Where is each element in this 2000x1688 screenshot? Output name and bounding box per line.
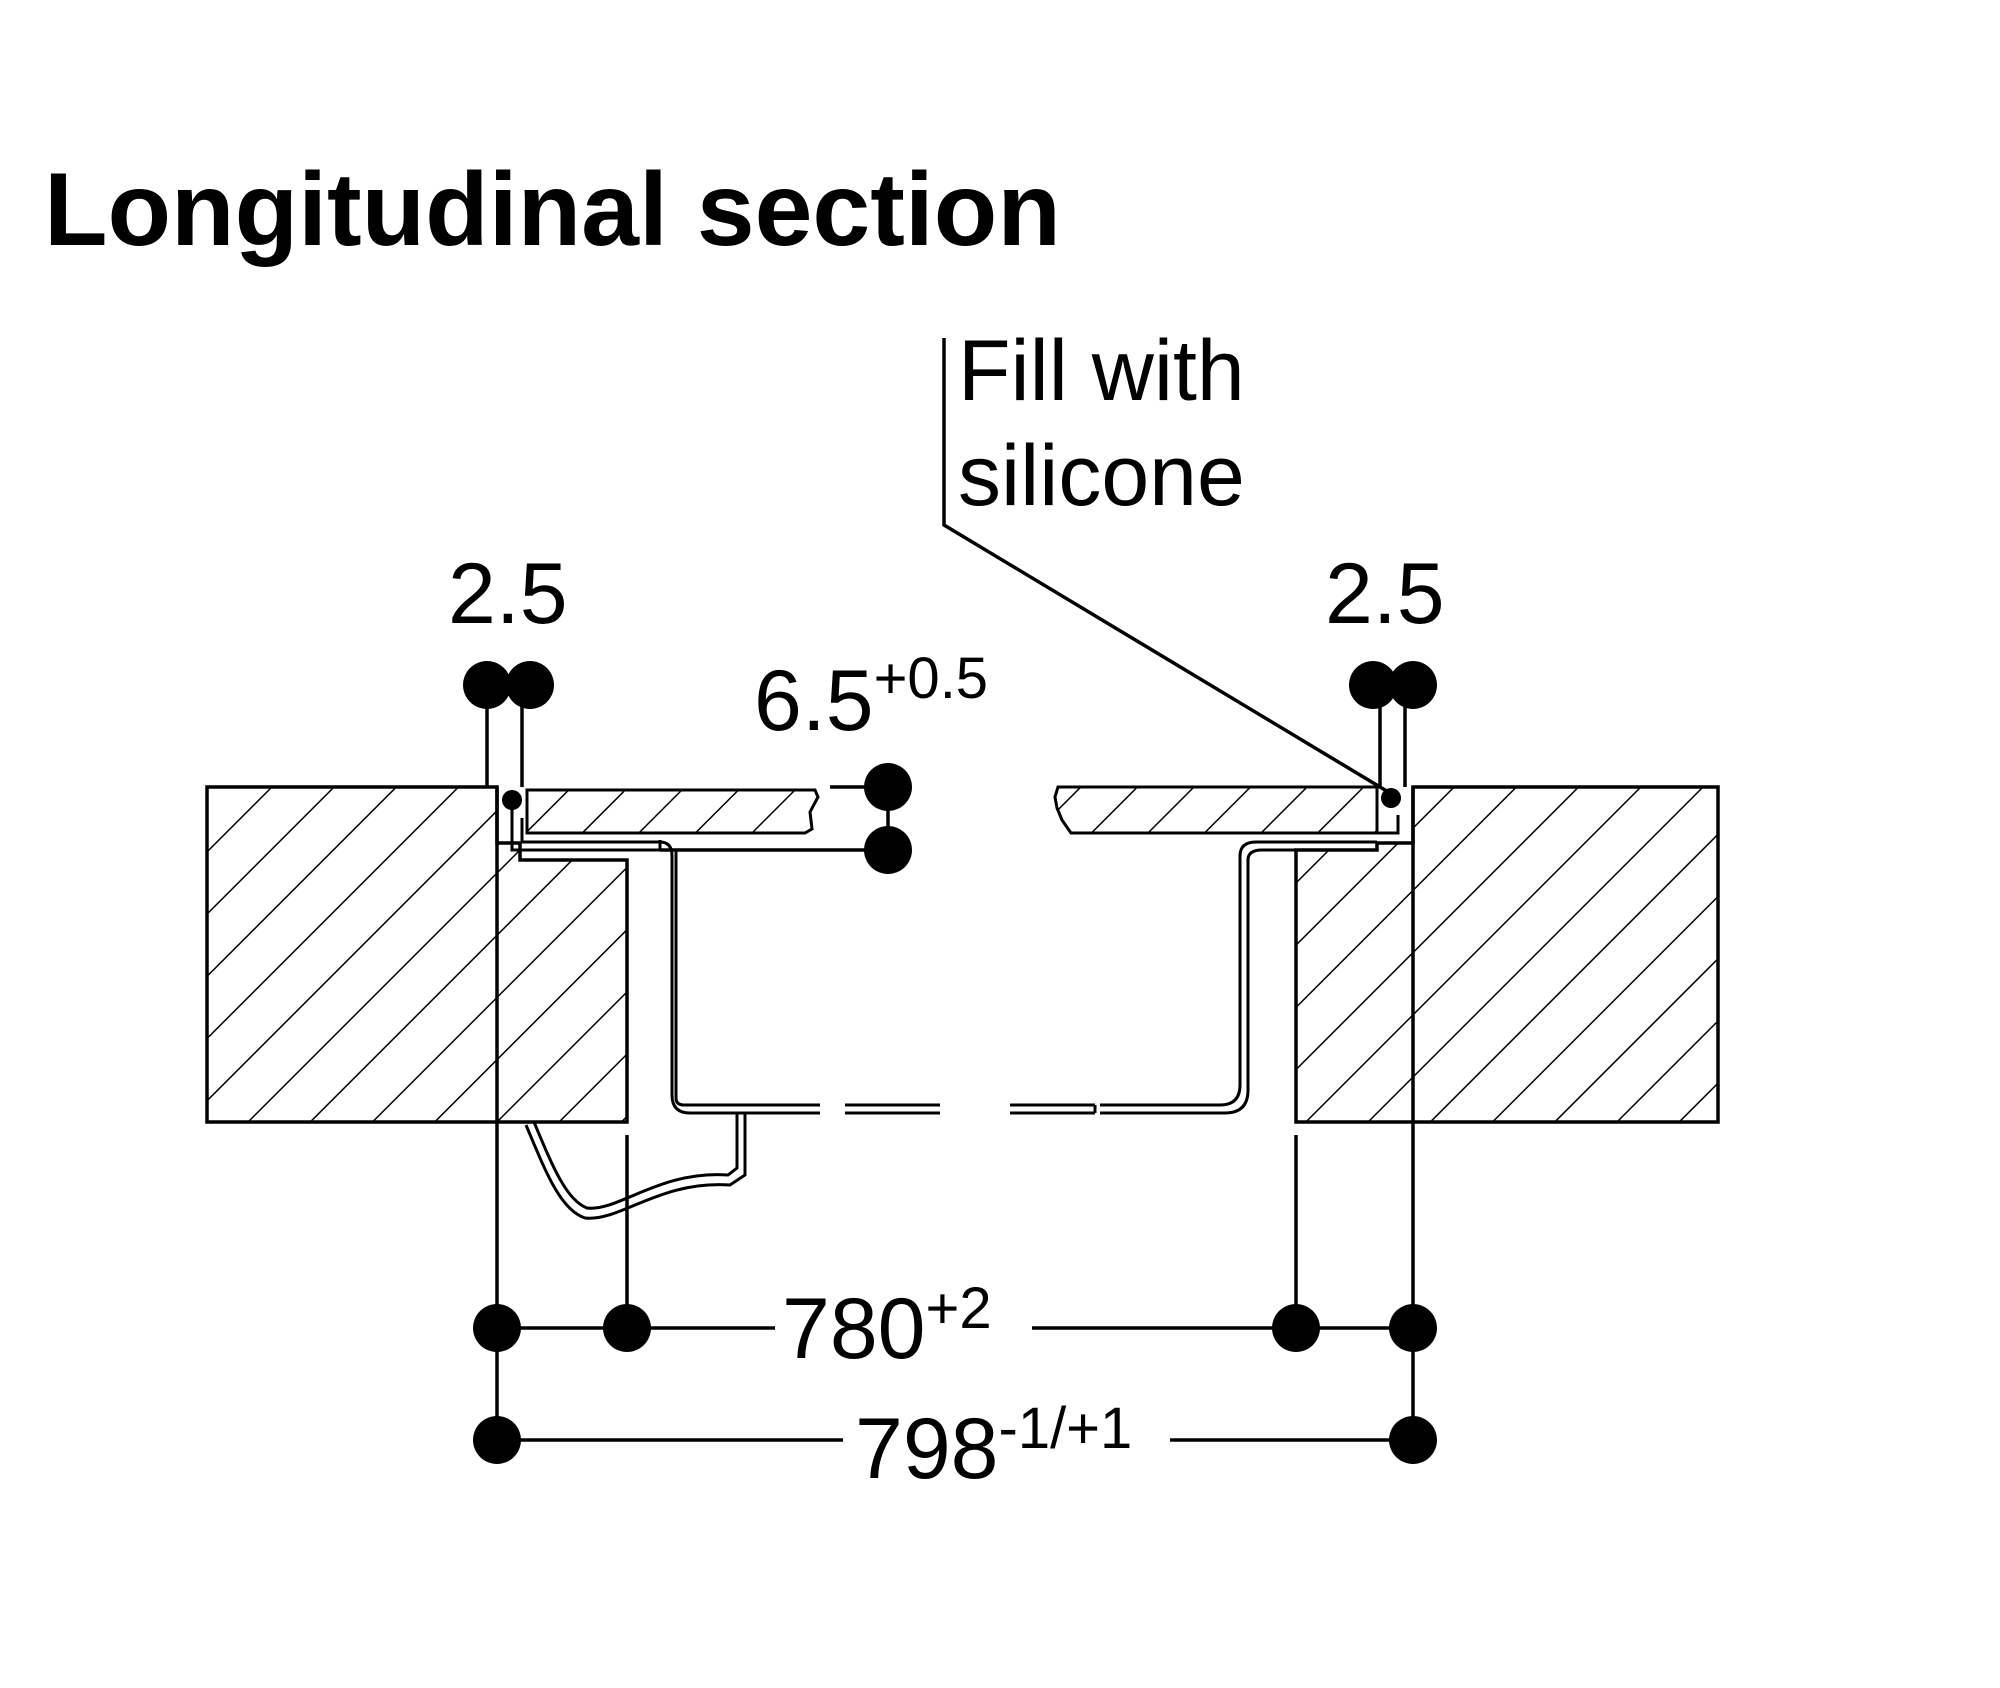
dim-depth-tolerance: +0.5 <box>874 646 989 711</box>
dim-gap-left <box>463 661 554 787</box>
dim-cutout-tolerance: +2 <box>926 1276 992 1341</box>
left-worktop <box>205 785 629 1124</box>
hob-frame-left <box>510 810 940 1115</box>
silicone-point-left <box>502 790 522 810</box>
dim-cutout <box>473 1304 1437 1352</box>
hob-glass-left <box>525 788 820 835</box>
silicone-leader <box>942 338 1391 795</box>
hob-frame-right <box>1010 815 1400 1115</box>
right-worktop <box>1294 785 1720 1124</box>
mounting-bracket <box>524 1114 747 1220</box>
dim-gap-right <box>1349 661 1437 787</box>
dim-overall-tolerance: -1/+1 <box>999 1396 1133 1461</box>
silicone-point-right <box>1381 788 1401 808</box>
dim-overall-label: 798-1/+1 <box>855 1396 1132 1497</box>
dim-gap-left-label: 2.5 <box>448 546 568 642</box>
dim-cutout-value: 780 <box>782 1281 926 1377</box>
dim-cutout-label: 780+2 <box>782 1276 992 1377</box>
dim-gap-right-label: 2.5 <box>1325 546 1445 642</box>
dim-depth <box>660 763 912 874</box>
hob-glass-right <box>1053 785 1379 835</box>
annotation-line-2: silicone <box>958 428 1245 524</box>
dim-depth-value: 6.5 <box>754 653 874 749</box>
dim-depth-label: 6.5+0.5 <box>754 646 988 749</box>
dim-overall <box>473 1416 1437 1464</box>
page-title: Longitudinal section <box>44 152 1061 268</box>
annotation-line-1: Fill with <box>958 323 1245 419</box>
dim-overall-value: 798 <box>855 1401 999 1497</box>
